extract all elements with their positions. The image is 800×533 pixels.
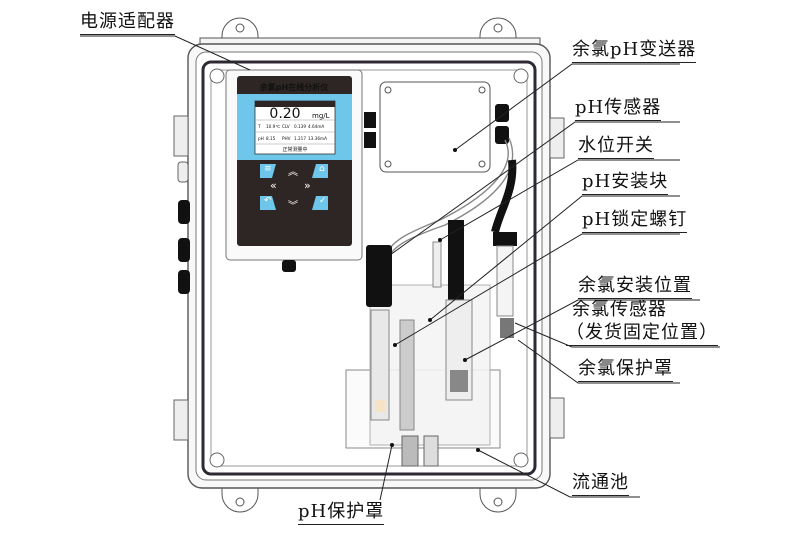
- cell-r1-c2: 10.9℃: [266, 124, 280, 129]
- main-reading-unit: mg/L: [312, 112, 330, 120]
- leader-lines: [80, 35, 720, 501]
- label-chlorine-guard: 余氯保护罩: [578, 359, 673, 382]
- home-key[interactable]: [312, 164, 328, 178]
- keypad: [260, 164, 328, 210]
- cell-r2-c4: 1.217: [294, 136, 306, 141]
- label-transmitter: 余氯pH变送器: [572, 40, 697, 63]
- label-ph-guard: pH保护罩: [298, 502, 385, 525]
- right-icon[interactable]: »: [304, 179, 311, 192]
- cell-r2-c1: pH: [258, 136, 264, 141]
- label-ph-lock-screw: pH锁定螺钉: [582, 210, 688, 233]
- cell-r1-c3: CLV: [282, 124, 290, 129]
- label-power-adapter: 电源适配器: [80, 12, 175, 35]
- confirm-key[interactable]: [312, 196, 328, 210]
- label-chlorine-sensor: 余氯传感器: [572, 299, 667, 320]
- cell-r1-c4: 0.139: [294, 124, 306, 129]
- label-water-level-switch: 水位开关: [578, 136, 654, 159]
- analyzer-unit: [225, 69, 363, 272]
- flow-cell: [345, 220, 517, 467]
- menu-key[interactable]: [260, 164, 276, 178]
- main-reading-value: 0.20: [269, 106, 300, 122]
- left-icon[interactable]: «: [270, 179, 277, 192]
- cell-r2-c3: PHV: [282, 136, 291, 141]
- leader-dots: [388, 148, 480, 452]
- cell-r1-c5: 4.64mA: [308, 124, 324, 129]
- cell-r1-c1: T: [257, 124, 261, 129]
- status-text: 正常测量中: [282, 146, 307, 153]
- cell-r2-c5: 13.36mA: [308, 136, 327, 141]
- label-chlorine-mount-position: 余氯安装位置: [578, 276, 692, 299]
- home-icon: ⌂: [319, 164, 325, 174]
- transmitter-box: [364, 81, 509, 173]
- menu-icon: ≡: [264, 164, 272, 174]
- back-key[interactable]: [260, 196, 276, 210]
- analyzer-title: 余氯pH在线分析仪: [259, 82, 329, 92]
- cell-r2-c2: 8.15: [266, 136, 276, 141]
- up-icon[interactable]: ︽: [288, 167, 298, 178]
- down-icon[interactable]: ︾: [288, 201, 298, 212]
- back-icon: ↶: [264, 196, 272, 206]
- label-ph-sensor: pH传感器: [575, 98, 662, 121]
- reading-table: T 10.9℃ CLV 0.139 4.64mA pH 8.15 PHV 1.2…: [257, 124, 327, 141]
- label-chlorine-sensor-note: （发货固定位置）: [566, 323, 718, 346]
- label-ph-mount-block: pH安装块: [582, 172, 669, 195]
- confirm-icon: ✓: [319, 196, 327, 206]
- label-flow-cell: 流通池: [572, 473, 629, 496]
